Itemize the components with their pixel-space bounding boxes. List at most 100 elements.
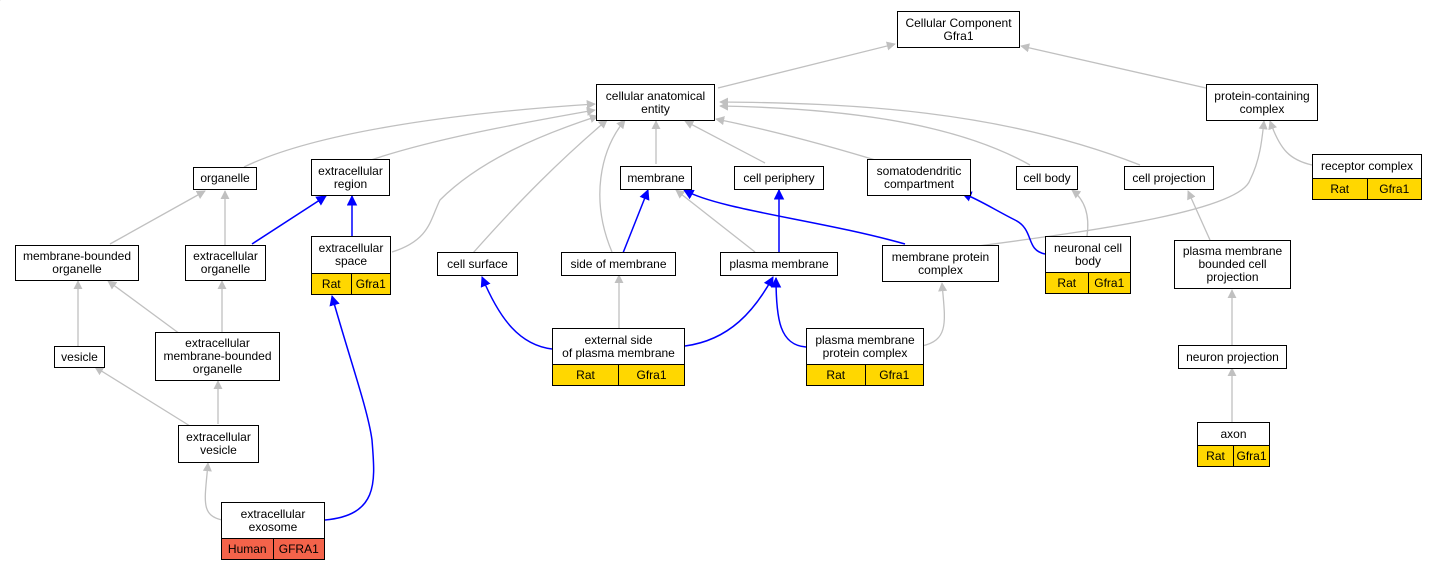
gene-cell: Gfra1 bbox=[618, 365, 684, 385]
node-label: extracellular region bbox=[318, 163, 383, 191]
node-extracellular-exosome[interactable]: extracellular exosome Human GFRA1 bbox=[221, 502, 325, 560]
node-cellular-anatomical-entity[interactable]: cellular anatomical entity bbox=[596, 84, 715, 121]
node-neuronal-cell-body[interactable]: neuronal cell body Rat Gfra1 bbox=[1045, 236, 1131, 294]
node-plasma-membrane[interactable]: plasma membrane bbox=[720, 252, 838, 276]
node-label: cell periphery bbox=[743, 170, 815, 185]
node-label: cell surface bbox=[447, 256, 508, 271]
node-label: extracellular space bbox=[318, 241, 384, 268]
node-side-of-membrane[interactable]: side of membrane bbox=[561, 252, 676, 276]
edge-rcx-pcc bbox=[1268, 120, 1313, 166]
node-label: extracellular organelle bbox=[193, 249, 258, 276]
edge-som-mem-part bbox=[622, 189, 650, 254]
node-protein-containing-complex[interactable]: protein-containing complex bbox=[1206, 84, 1318, 121]
node-external-side-of-plasma-membrane[interactable]: external side of plasma membrane Rat Gfra… bbox=[552, 328, 685, 386]
node-label: receptor complex bbox=[1320, 159, 1414, 173]
node-extracellular-organelle[interactable]: extracellular organelle bbox=[185, 245, 266, 281]
node-label: cellular anatomical entity bbox=[605, 88, 706, 116]
gene-cell: Gfra1 bbox=[1233, 446, 1269, 466]
edge-org-cae bbox=[243, 99, 596, 168]
gene-cell: GFRA1 bbox=[272, 539, 325, 559]
gene-cell: Gfra1 bbox=[1087, 273, 1131, 293]
node-extracellular-membrane-bounded-organelle[interactable]: extracellular membrane-bounded organelle bbox=[155, 332, 280, 381]
edge-embo-mbo bbox=[107, 280, 181, 335]
annotation-row: Rat Gfra1 bbox=[312, 273, 390, 294]
edge-pmbcp-cproj bbox=[1187, 190, 1211, 241]
edge-exr-cae bbox=[370, 106, 596, 161]
edge-cproj-cae bbox=[719, 97, 1141, 166]
edge-cper-cae bbox=[684, 120, 766, 164]
node-cell-surface[interactable]: cell surface bbox=[437, 252, 518, 276]
edge-espm-csur bbox=[480, 276, 553, 350]
node-label: plasma membrane bbox=[729, 256, 829, 271]
node-label: membrane bbox=[627, 170, 685, 185]
edge-ncb-cbod bbox=[1071, 189, 1089, 237]
node-label: membrane protein complex bbox=[891, 249, 990, 277]
node-label: plasma membrane bounded cell projection bbox=[1182, 244, 1283, 284]
species-cell: Human bbox=[227, 542, 267, 556]
edge-exo-exr bbox=[251, 195, 327, 245]
edge-pmpc-mpc bbox=[921, 282, 948, 347]
node-cell-periphery[interactable]: cell periphery bbox=[734, 166, 824, 190]
node-plasma-membrane-protein-complex[interactable]: plasma membrane protein complex Rat Gfra1 bbox=[806, 328, 924, 386]
node-label: plasma membrane protein complex bbox=[815, 332, 915, 360]
edge-ncb-sdc bbox=[961, 191, 1046, 255]
node-label: Cellular Component Gfra1 bbox=[905, 15, 1012, 43]
species-cell: Rat bbox=[576, 368, 595, 382]
node-cell-projection[interactable]: cell projection bbox=[1124, 166, 1214, 190]
annotation-row: Rat Gfra1 bbox=[807, 364, 923, 385]
node-neuron-projection[interactable]: neuron projection bbox=[1178, 345, 1287, 369]
edge-cae-cc bbox=[717, 41, 896, 89]
edge-espm-pm bbox=[684, 276, 774, 347]
edge-pmpc-pm bbox=[770, 276, 807, 348]
node-label: neuron projection bbox=[1186, 349, 1279, 364]
node-extracellular-region[interactable]: extracellular region bbox=[311, 159, 390, 196]
gene-cell: Gfra1 bbox=[350, 274, 391, 294]
edge-exex-exv bbox=[202, 462, 223, 521]
node-membrane-bounded-organelle[interactable]: membrane-bounded organelle bbox=[15, 245, 139, 281]
node-label: extracellular exosome bbox=[240, 506, 306, 534]
node-somatodendritic-compartment[interactable]: somatodendritic compartment bbox=[867, 159, 971, 196]
node-label: organelle bbox=[200, 171, 250, 185]
node-label: side of membrane bbox=[570, 256, 667, 271]
node-label: somatodendritic compartment bbox=[876, 163, 962, 191]
node-label: extracellular membrane-bounded organelle bbox=[163, 336, 272, 376]
edge-csur-cae bbox=[472, 119, 608, 254]
node-label: vesicle bbox=[61, 349, 98, 364]
node-label: cell projection bbox=[1132, 170, 1206, 185]
node-membrane-protein-complex[interactable]: membrane protein complex bbox=[882, 245, 999, 282]
node-label: neuronal cell body bbox=[1053, 240, 1123, 268]
species-cell: Rat bbox=[826, 368, 846, 382]
edge-mpc-pcc bbox=[977, 120, 1268, 247]
species-cell: Rat bbox=[321, 277, 341, 291]
node-extracellular-vesicle[interactable]: extracellular vesicle bbox=[178, 425, 259, 463]
annotation-row: Rat Gfra1 bbox=[1313, 178, 1421, 199]
node-receptor-complex[interactable]: receptor complex Rat Gfra1 bbox=[1312, 154, 1422, 200]
node-label: external side of plasma membrane bbox=[562, 332, 675, 360]
species-cell: Rat bbox=[1057, 276, 1077, 290]
annotation-row: Rat Gfra1 bbox=[1046, 272, 1130, 293]
edge-mbo-org bbox=[109, 190, 206, 245]
node-label: protein-containing complex bbox=[1214, 88, 1310, 116]
gene-cell: Gfra1 bbox=[864, 365, 924, 385]
node-label: membrane-bounded organelle bbox=[22, 249, 132, 276]
node-organelle[interactable]: organelle bbox=[193, 167, 257, 190]
node-extracellular-space[interactable]: extracellular space Rat Gfra1 bbox=[311, 236, 391, 295]
species-cell: Rat bbox=[1330, 182, 1350, 196]
gene-cell: Gfra1 bbox=[1366, 179, 1422, 199]
edge-som-cae bbox=[599, 119, 626, 253]
node-cell-body[interactable]: cell body bbox=[1016, 166, 1078, 190]
edge-pcc-cc bbox=[1020, 43, 1207, 89]
node-vesicle[interactable]: vesicle bbox=[54, 346, 105, 368]
edge-exv-ves bbox=[94, 366, 191, 427]
edge-mpc-mem bbox=[683, 189, 906, 245]
node-plasma-membrane-bounded-cell-projection[interactable]: plasma membrane bounded cell projection bbox=[1174, 240, 1291, 289]
edge-pm-mem bbox=[675, 189, 756, 253]
annotation-row: Human GFRA1 bbox=[222, 538, 324, 559]
node-label: axon bbox=[1220, 426, 1247, 441]
node-cellular-component[interactable]: Cellular Component Gfra1 bbox=[897, 11, 1020, 48]
node-membrane[interactable]: membrane bbox=[620, 166, 692, 190]
node-label: cell body bbox=[1023, 170, 1071, 185]
